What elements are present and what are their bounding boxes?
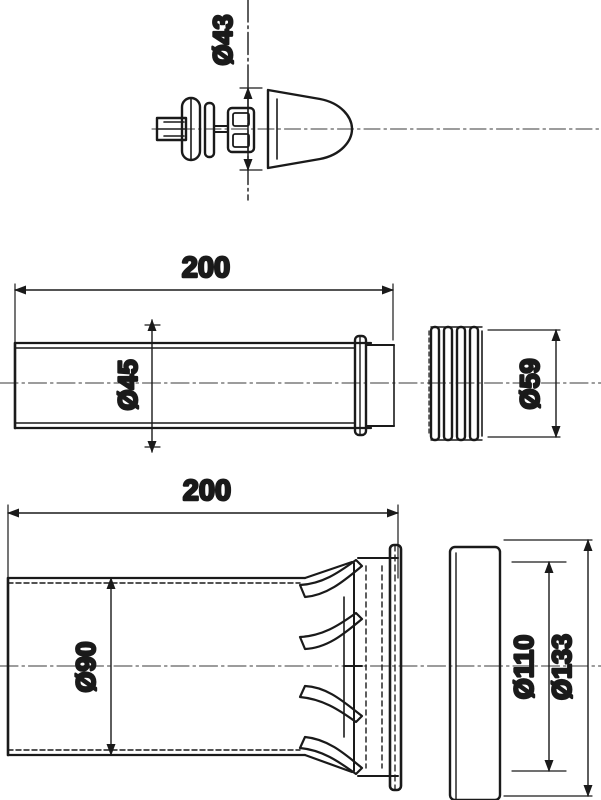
top-cone-body: [266, 88, 354, 170]
view-top-detail: Ø43: [151, 0, 601, 201]
middle-seal-rib-pack: [428, 325, 483, 442]
dim-label-dia-43: Ø43: [208, 14, 238, 65]
dim-len-200-bottom: [7, 504, 399, 581]
dim-label-dia-110: Ø110: [509, 635, 539, 700]
top-oval-plate: [180, 96, 202, 162]
dim-label-len-200-top: 200: [182, 252, 230, 284]
dim-label-len-200-bottom: 200: [183, 475, 231, 507]
dim-dia-43: [239, 0, 263, 201]
dim-dia-110: [511, 561, 567, 772]
top-shaft: [213, 125, 229, 133]
dim-dia-133: [503, 539, 593, 797]
bottom-end-ring-section: [448, 545, 502, 800]
middle-spigot: [365, 344, 395, 427]
bottom-shoulder-taper: [303, 560, 354, 774]
dim-label-dia-45: Ø45: [113, 359, 143, 410]
middle-collar-rib: [353, 334, 368, 437]
bottom-seal-lips: [298, 558, 364, 776]
top-slim-bar: [203, 101, 216, 159]
dim-label-dia-90: Ø90: [71, 641, 101, 692]
dim-label-dia-59: Ø59: [515, 358, 545, 409]
bottom-flange-ring: [388, 543, 403, 792]
view-middle-section: 200: [0, 251, 601, 453]
bottom-collar: [357, 557, 399, 777]
dim-label-dia-133: Ø133: [547, 634, 577, 700]
dim-dia-45: [144, 319, 161, 453]
bottom-body-outer: [6, 576, 307, 757]
view-bottom-section: 200: [0, 474, 601, 800]
dim-dia-59: [487, 329, 561, 438]
dim-len-200-top: [14, 283, 394, 346]
middle-pipe-body: [13, 341, 373, 430]
